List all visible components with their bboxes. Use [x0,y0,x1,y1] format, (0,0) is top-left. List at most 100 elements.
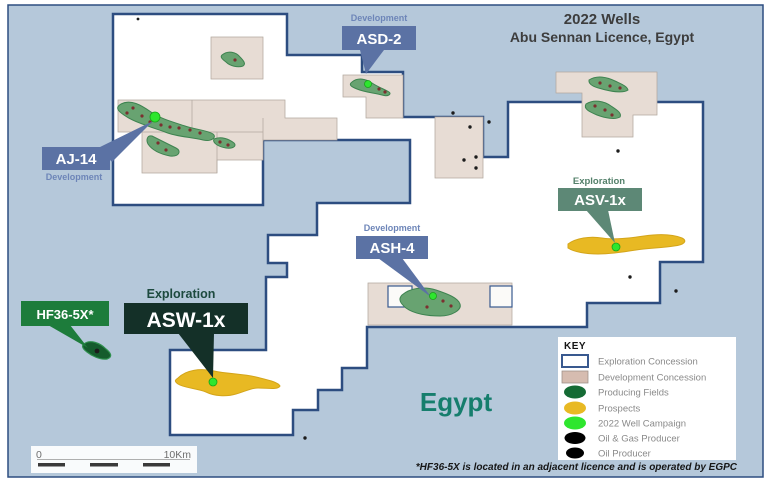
well-dot [474,166,478,170]
well-dot [474,155,478,159]
producing-field [588,76,629,93]
asw1x-callout-box [124,303,248,334]
producing-field [146,135,180,157]
legend-swatch-producing-fields [564,385,586,399]
asv1x-callout-box [558,188,642,211]
oil-producer-dot [125,111,129,115]
oil-producer-dot [168,125,172,129]
asd2-label: ASD-2 [356,31,401,48]
scale-segment [143,463,170,467]
producing-field [220,51,245,68]
aj14-label: AJ-14 [56,151,98,168]
well-dot [487,120,491,124]
aj14-pointer [98,121,153,162]
oil-producer-dot [383,90,387,94]
well-2022-dot-asd2 [364,80,372,88]
legend-label: 2022 Well Campaign [598,419,686,430]
footnote: *HF36-5X is located in an adjacent licen… [416,462,738,473]
well-dot [462,158,466,162]
oil-producer-dot [131,106,135,110]
prospects [174,234,686,397]
oil-producer-dot [377,87,381,91]
oil-producer-dot [425,305,429,309]
producing-field [213,137,236,149]
well-dot [628,275,632,279]
aj14-callout-box [42,147,110,170]
ash4-pointer [378,258,431,297]
asd2-type-label: Development [351,13,408,23]
scale-end-label: 10Km [164,449,192,461]
asv1x-type-label: Exploration [573,176,625,187]
asw1x-pointer [178,333,214,378]
prospect-asw [174,369,281,397]
legend-label: Exploration Concession [598,357,698,368]
oil-producer-dot [610,113,614,117]
ash4-callout-box [356,236,428,259]
title-line2: Abu Sennan Licence, Egypt [510,29,695,45]
oil-producer-dot [177,126,181,130]
oil-producer-dot [608,84,612,88]
well-2022-dot-asw1x [208,377,218,387]
oil-producer-dot [441,299,445,303]
legend-label: Prospects [598,404,640,415]
oil-producer-dot [218,140,222,144]
well-2022-dot-ash4 [429,292,437,300]
prospect-asv [567,234,686,255]
oil-producer-dot [618,86,622,90]
oil-producer-dot [188,128,192,132]
hf36-well-dot [94,348,100,354]
oil-producer-dot [226,143,230,147]
well-2022-dot-asv1x [611,242,621,252]
scale-bar: 0 10Km [31,446,197,473]
oil-producer-dot [164,148,168,152]
country-label: Egypt [420,387,493,417]
legend-swatch-development [561,370,589,384]
title-line1: 2022 Wells [564,11,640,28]
scale-start-label: 0 [36,449,42,461]
asv1x-label: ASV-1x [574,192,626,209]
callout-pointers [48,50,615,378]
well-dot [303,436,307,440]
oil-producer-dot [603,108,607,112]
ash4-type-label: Development [364,223,421,233]
legend-swatch-oil-producer [566,447,584,459]
asv1x-pointer [586,210,615,243]
hf36-callout-box [21,301,109,326]
hf36-label: HF36-5X* [36,307,94,322]
oil-producer-dots [125,58,622,309]
legend: KEY Exploration Concession Development C… [558,337,736,460]
oil-producer-dot [449,304,453,308]
map-title: 2022 Wells Abu Sennan Licence, Egypt [510,11,695,45]
aj14-type-label: Development [46,172,103,182]
legend-swatch-2022-well [564,416,586,430]
legend-swatch-prospects [564,401,586,415]
well-dot [451,111,455,115]
legend-label: Oil Producer [598,449,651,460]
well-dot [616,149,620,153]
oil-producer-dot [233,58,237,62]
asw1x-type-label: Exploration [147,287,216,301]
legend-title: KEY [564,341,586,352]
well-2022-dots [149,80,621,387]
legend-label: Development Concession [598,373,706,384]
asw1x-label: ASW-1x [147,309,226,332]
well-dot [468,125,472,129]
ash4-label: ASH-4 [369,240,415,257]
oil-producer-dot [198,131,202,135]
asd2-pointer [360,50,384,74]
scale-baseline [37,459,190,460]
oil-producer-dot [598,81,602,85]
well-dot [674,289,678,293]
exploration-concession-block [489,285,513,308]
legend-swatch-exploration [561,354,589,368]
oil-producer-dot [140,114,144,118]
producing-field [399,287,461,317]
asd2-callout-box [342,26,416,50]
oil-producer-dot [156,141,160,145]
scale-segment [38,463,65,467]
isolated-well-dots [94,17,678,440]
well-dot [136,17,140,21]
oil-producer-dot [159,123,163,127]
